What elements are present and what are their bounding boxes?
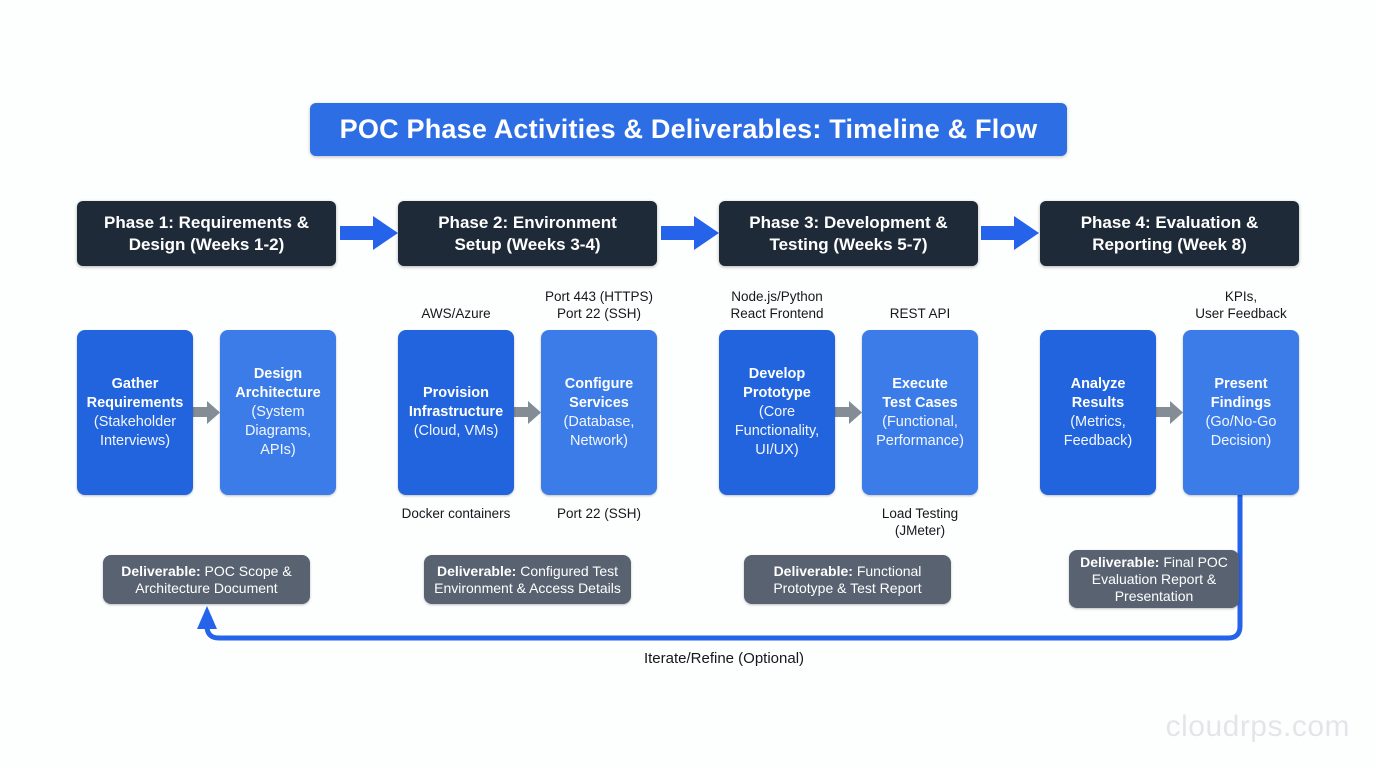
- deliverable-prefix: Deliverable:: [773, 562, 853, 579]
- deliverable-prefix: Deliverable:: [121, 562, 201, 579]
- note-rest-api: REST API: [889, 305, 951, 321]
- deliverable-text: Deliverable: Final POC Evaluation Report…: [1077, 554, 1231, 605]
- deliverable-prefix: Deliverable:: [1080, 553, 1160, 570]
- phase-3-label: Phase 3: Development & Testing (Weeks 5-…: [749, 212, 948, 254]
- note-port-22-ssh: Port 22 (SSH): [556, 506, 642, 521]
- deliverable-text: Deliverable: Configured Test Environment…: [432, 563, 623, 597]
- note-aws-azure: AWS/Azure: [421, 305, 491, 321]
- phase-1-box: Phase 1: Requirements & Design (Weeks 1-…: [77, 201, 336, 266]
- deliverable-phase-4: Deliverable: Final POC Evaluation Report…: [1069, 550, 1239, 608]
- deliverable-phase-1: Deliverable: POC Scope & Architecture Do…: [103, 555, 310, 604]
- activity-configure-services: Configure Services (Database, Network): [541, 330, 657, 495]
- activity-detail: (Metrics, Feedback): [1063, 413, 1133, 449]
- activity-arrow-phase1: [193, 401, 220, 424]
- activity-arrow-phase3: [835, 401, 862, 424]
- activity-name: Configure Services: [564, 375, 634, 411]
- deliverable-phase-3: Deliverable: Functional Prototype & Test…: [744, 555, 951, 604]
- diagram-title-bar: POC Phase Activities & Deliverables: Tim…: [310, 103, 1067, 156]
- activity-present-findings: Present Findings (Go/No-Go Decision): [1183, 330, 1299, 495]
- activity-design-architecture: Design Architecture (System Diagrams, AP…: [220, 330, 336, 495]
- deliverable-body: Configured Test Environment & Access Det…: [434, 562, 621, 596]
- activity-name: Execute Test Cases: [882, 375, 958, 411]
- activity-name: Provision Infrastructure: [408, 385, 504, 420]
- activity-develop-prototype: Develop Prototype (Core Functionality, U…: [719, 330, 835, 495]
- deliverable-text: Deliverable: Functional Prototype & Test…: [752, 563, 943, 597]
- phase-arrow-2-3: [661, 216, 719, 250]
- activity-name: Design Architecture: [235, 366, 321, 401]
- note-load-testing-jmeter: Load Testing (JMeter): [881, 506, 959, 538]
- feedback-loop-arrowhead: [197, 606, 217, 629]
- phase-2-label: Phase 2: Environment Setup (Weeks 3-4): [438, 212, 617, 254]
- activity-detail: (Core Functionality, UI/UX): [734, 404, 820, 458]
- activity-gather-requirements: Gather Requirements (Stakeholder Intervi…: [77, 330, 193, 495]
- deliverable-phase-2: Deliverable: Configured Test Environment…: [424, 555, 631, 604]
- note-docker-containers: Docker containers: [401, 506, 511, 521]
- activity-detail: (System Diagrams, APIs): [244, 404, 312, 458]
- activity-detail: (Cloud, VMs): [413, 423, 499, 439]
- activity-name: Gather Requirements: [86, 375, 184, 411]
- deliverable-text: Deliverable: POC Scope & Architecture Do…: [111, 563, 302, 597]
- deliverable-body: Functional Prototype & Test Report: [773, 562, 922, 596]
- activity-name: Analyze Results: [1070, 375, 1126, 411]
- activity-detail: (Stakeholder Interviews): [93, 413, 177, 449]
- phase-4-box: Phase 4: Evaluation & Reporting (Week 8): [1040, 201, 1299, 266]
- activity-arrow-phase2: [514, 401, 541, 424]
- feedback-loop-label: Iterate/Refine (Optional): [643, 650, 805, 667]
- activity-detail: (Functional, Performance): [876, 413, 964, 449]
- phase-2-box: Phase 2: Environment Setup (Weeks 3-4): [398, 201, 657, 266]
- phase-arrow-1-2: [340, 216, 398, 250]
- deliverable-body: POC Scope & Architecture Document: [135, 562, 292, 596]
- activity-name: Present Findings: [1210, 375, 1272, 411]
- deliverable-prefix: Deliverable:: [436, 562, 517, 579]
- watermark-text: cloudrps.com: [1165, 710, 1350, 743]
- activity-analyze-results: Analyze Results (Metrics, Feedback): [1040, 330, 1156, 495]
- activity-name: Develop Prototype: [743, 366, 811, 401]
- note-kpis-feedback: KPIs, User Feedback: [1195, 289, 1287, 321]
- phase-4-label: Phase 4: Evaluation & Reporting (Week 8): [1080, 212, 1259, 254]
- note-ports-https-ssh: Port 443 (HTTPS) Port 22 (SSH): [544, 289, 654, 321]
- activity-arrow-phase4: [1156, 401, 1183, 424]
- phase-1-label: Phase 1: Requirements & Design (Weeks 1-…: [103, 212, 309, 254]
- note-nodejs-react: Node.js/Python React Frontend: [730, 289, 824, 321]
- activity-detail: (Go/No-Go Decision): [1205, 413, 1277, 449]
- activity-execute-test-cases: Execute Test Cases (Functional, Performa…: [862, 330, 978, 495]
- activity-provision-infrastructure: Provision Infrastructure (Cloud, VMs): [398, 330, 514, 495]
- diagram-title: POC Phase Activities & Deliverables: Tim…: [339, 114, 1038, 144]
- activity-detail: (Database, Network): [563, 413, 635, 449]
- phase-3-box: Phase 3: Development & Testing (Weeks 5-…: [719, 201, 978, 266]
- deliverable-body: Final POC Evaluation Report & Presentati…: [1091, 553, 1228, 604]
- phase-arrow-3-4: [981, 216, 1039, 250]
